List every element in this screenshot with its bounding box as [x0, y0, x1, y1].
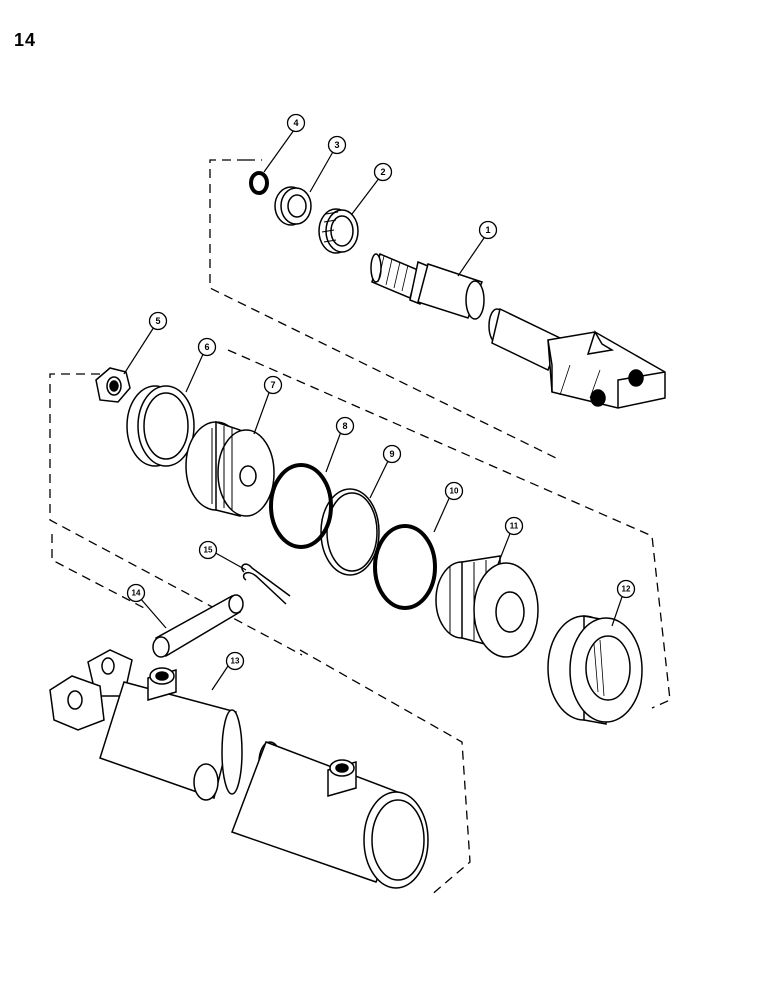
callout-8-label: 8: [342, 421, 347, 431]
leader-10: [433, 493, 452, 533]
page-number: 14: [14, 30, 37, 50]
callout-15: 15: [198, 540, 218, 560]
callout-5-label: 5: [155, 316, 160, 326]
callout-13-label: 13: [231, 657, 240, 666]
leader-3: [309, 149, 335, 193]
part-9-back-up-ring: [320, 488, 380, 576]
callout-10: 10: [444, 481, 464, 501]
callout-9: 9: [382, 444, 402, 464]
leader-14: [139, 597, 167, 629]
part-15-cotter-pin: [241, 563, 291, 605]
leader-12: [611, 593, 624, 627]
leader-9: [369, 458, 390, 499]
part-2-rod-wiper: [318, 208, 359, 254]
callout-8: 8: [335, 416, 355, 436]
leader-8: [325, 428, 343, 473]
callout-12: 12: [616, 579, 636, 599]
callout-6-label: 6: [204, 342, 209, 352]
callout-9-label: 9: [389, 449, 394, 459]
part-6-wear-ring: [126, 385, 195, 467]
part-14-pin: [152, 594, 244, 658]
leader-1: [457, 237, 485, 277]
leader-2: [351, 176, 381, 215]
callout-3: 3: [327, 135, 347, 155]
callout-3-label: 3: [334, 140, 339, 150]
leader-4: [263, 129, 295, 173]
callout-4-label: 4: [293, 118, 298, 128]
callout-2-label: 2: [380, 167, 385, 177]
leader-5: [123, 326, 155, 375]
leader-13: [211, 662, 231, 691]
callout-4: 4: [286, 113, 306, 133]
part-3-rod-seal: [274, 186, 312, 226]
callout-15-label: 15: [204, 546, 213, 555]
leader-15: [211, 550, 247, 571]
callout-10-label: 10: [450, 487, 459, 496]
callout-11: 11: [504, 516, 524, 536]
part-11-gland: [435, 555, 539, 658]
part-7-piston: [185, 420, 275, 517]
part-13-cylinder-barrel: [49, 649, 429, 889]
part-12-seal-nut: [547, 615, 643, 725]
part-1-piston-rod: [370, 252, 666, 409]
leader-7: [253, 389, 271, 435]
callout-7: 7: [263, 375, 283, 395]
part-5-lock-nut: [95, 367, 131, 403]
group-outline-barrel: [51, 534, 471, 897]
part-8-o-ring: [269, 463, 333, 549]
group-outline-rod: [209, 159, 561, 461]
callout-5: 5: [148, 311, 168, 331]
leader-6: [185, 351, 205, 393]
callout-2: 2: [373, 162, 393, 182]
callout-11-label: 11: [510, 522, 519, 531]
leader-11: [497, 530, 512, 565]
callout-1-label: 1: [485, 225, 490, 235]
callout-14-label: 14: [132, 589, 141, 598]
callout-14: 14: [126, 583, 146, 603]
callout-12-label: 12: [622, 585, 631, 594]
callout-6: 6: [197, 337, 217, 357]
leader-lines: [123, 129, 624, 691]
callout-13: 13: [225, 651, 245, 671]
callout-7-label: 7: [270, 380, 275, 390]
part-10-o-ring: [373, 524, 437, 610]
part-4-o-ring: [249, 171, 269, 195]
callout-1: 1: [478, 220, 498, 240]
